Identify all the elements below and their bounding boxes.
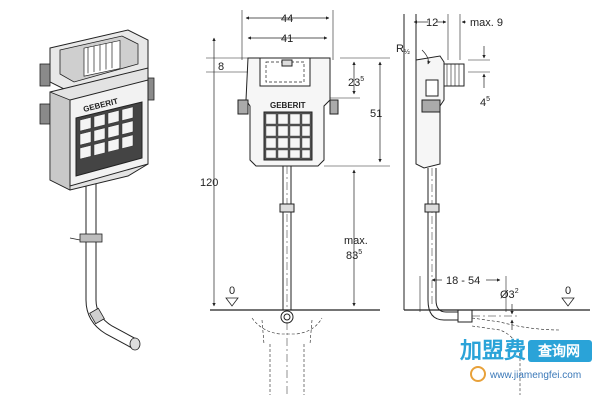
front-brand-label: GEBERIT <box>270 101 306 110</box>
dim-width-inner: 41 <box>281 33 293 45</box>
dim-max-height: 835 <box>346 249 362 262</box>
flush-opening-grid <box>79 106 134 160</box>
watermark-tag-box <box>528 340 592 362</box>
dim-adjust-range: 18 - 54 <box>446 275 480 287</box>
side-view-drawing <box>403 14 590 395</box>
dim-inlet-thread: R½ <box>396 43 410 56</box>
watermark-url: www.jiamengfei.com <box>489 370 581 381</box>
watermark-brand-text: 加盟费 <box>459 339 526 364</box>
dim-height-to-flush: 51 <box>370 108 382 120</box>
watermark-logo: 加盟费 查询网 www.jiamengfei.com <box>459 339 592 382</box>
dim-depth-top: 12 <box>426 17 438 29</box>
dim-pipe-diameter: Ø32 <box>500 288 519 301</box>
dim-flush-offset: 235 <box>348 76 364 89</box>
dim-width-outer: 44 <box>281 13 293 25</box>
dim-max-depth: max. 9 <box>470 17 503 29</box>
floor-level-side: 0 <box>565 285 571 297</box>
dim-inlet-height: 45 <box>480 96 490 109</box>
dim-top-offset: 8 <box>218 61 224 73</box>
dim-max-label: max. <box>344 235 368 247</box>
watermark-swirl-icon <box>470 366 486 382</box>
cistern-product-illustration: GEBERIT <box>39 29 155 351</box>
floor-level-front: 0 <box>229 285 235 297</box>
dim-total-height: 120 <box>200 177 218 189</box>
watermark-tag-text: 查询网 <box>538 343 580 360</box>
front-view-drawing: GEBERIT <box>206 10 390 395</box>
